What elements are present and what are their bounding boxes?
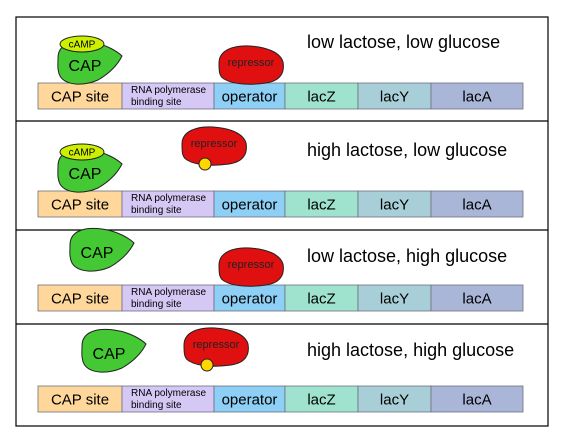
repressor-label: repressor xyxy=(191,138,238,150)
camp-shape xyxy=(59,35,105,53)
lacy-gene-segment xyxy=(357,385,432,413)
cap-site-label: CAP site xyxy=(51,197,109,214)
lacz-gene-label: lacZ xyxy=(307,392,335,409)
rnap-label-line1: RNA polymerase xyxy=(131,85,206,96)
cap-label: CAP xyxy=(69,166,102,183)
panel-title: high lactose, high glucose xyxy=(307,340,514,360)
operator-label: operator xyxy=(222,291,278,308)
operator-label: operator xyxy=(222,197,278,214)
cap-site-segment xyxy=(37,284,123,312)
lacz-gene-segment xyxy=(284,82,359,110)
repressor-shape xyxy=(181,126,247,166)
laca-gene-label: lacA xyxy=(462,89,491,106)
repressor-shape xyxy=(218,45,284,85)
rnap-label-line1: RNA polymerase xyxy=(131,287,206,298)
repressor-protein: repressor xyxy=(181,126,247,166)
operator-segment xyxy=(213,284,286,312)
operator-label: operator xyxy=(222,89,278,106)
camp-molecule: cAMP xyxy=(59,35,105,53)
cap-protein-shape xyxy=(69,227,135,272)
panel-title: high lactose, low glucose xyxy=(307,140,507,160)
laca-gene-label: lacA xyxy=(462,197,491,214)
laca-gene-label: lacA xyxy=(462,392,491,409)
repressor-shape xyxy=(218,247,284,287)
lacy-gene-segment xyxy=(357,284,432,312)
repressor-label: repressor xyxy=(228,259,275,271)
cap-site-label: CAP site xyxy=(51,291,109,308)
laca-gene-segment xyxy=(430,190,524,218)
laca-gene-segment xyxy=(430,385,524,413)
cap-site-label: CAP site xyxy=(51,89,109,106)
camp-label: cAMP xyxy=(69,40,96,51)
cap-label: CAP xyxy=(93,346,126,363)
repressor-label: repressor xyxy=(193,339,240,351)
cap-label: CAP xyxy=(69,58,102,75)
cap-protein: CAP xyxy=(81,328,147,373)
cap-site-label: CAP site xyxy=(51,392,109,409)
rnap-label-line2: binding site xyxy=(131,299,182,310)
repressor-protein: repressor xyxy=(218,45,284,85)
repressor-label: repressor xyxy=(228,57,275,69)
lacy-gene-label: lacY xyxy=(380,392,409,409)
panel-title: low lactose, high glucose xyxy=(307,246,507,266)
lactose-molecule xyxy=(200,358,214,372)
cap-site-segment xyxy=(37,190,123,218)
cap-protein: CAP xyxy=(69,227,135,272)
rnap-label-line2: binding site xyxy=(131,400,182,411)
lacy-gene-label: lacY xyxy=(380,89,409,106)
laca-gene-segment xyxy=(430,82,524,110)
camp-shape xyxy=(59,143,105,161)
rnap-label-line1: RNA polymerase xyxy=(131,388,206,399)
lacz-gene-segment xyxy=(284,385,359,413)
rnap-label-line1: RNA polymerase xyxy=(131,193,206,204)
repressor-protein: repressor xyxy=(218,247,284,287)
lacz-gene-label: lacZ xyxy=(307,291,335,308)
repressor-protein: repressor xyxy=(183,327,249,367)
cap-label: CAP xyxy=(81,245,114,262)
operator-segment xyxy=(213,190,286,218)
lacz-gene-segment xyxy=(284,190,359,218)
lacz-gene-label: lacZ xyxy=(307,197,335,214)
camp-molecule: cAMP xyxy=(59,143,105,161)
laca-gene-label: lacA xyxy=(462,291,491,308)
rnap-binding-site-segment xyxy=(121,385,215,413)
lacy-gene-label: lacY xyxy=(380,291,409,308)
lacz-gene-label: lacZ xyxy=(307,89,335,106)
rnap-binding-site-segment xyxy=(121,82,215,110)
laca-gene-segment xyxy=(430,284,524,312)
panel-title: low lactose, low glucose xyxy=(307,32,500,52)
rnap-label-line2: binding site xyxy=(131,97,182,108)
cap-protein-shape xyxy=(81,328,147,373)
lactose-molecule xyxy=(198,157,212,171)
lacz-gene-segment xyxy=(284,284,359,312)
lacy-gene-segment xyxy=(357,82,432,110)
rnap-binding-site-segment xyxy=(121,190,215,218)
rnap-label-line2: binding site xyxy=(131,205,182,216)
cap-protein: CAP xyxy=(57,148,123,193)
rnap-binding-site-segment xyxy=(121,284,215,312)
operator-segment xyxy=(213,82,286,110)
lacy-gene-label: lacY xyxy=(380,197,409,214)
operator-label: operator xyxy=(222,392,278,409)
repressor-shape xyxy=(183,327,249,367)
camp-label: cAMP xyxy=(69,148,96,159)
